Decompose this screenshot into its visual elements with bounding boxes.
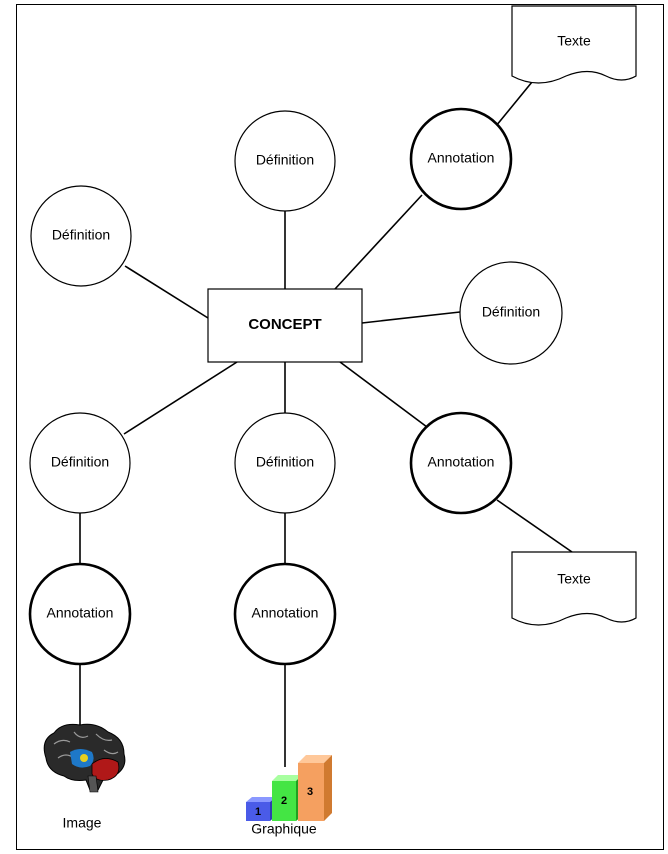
annotation-node-left: Annotation bbox=[28, 562, 132, 666]
image-caption: Image bbox=[63, 815, 102, 831]
definition-node-right: Définition bbox=[459, 261, 563, 365]
annotation-node-top-right: Annotation bbox=[409, 107, 513, 211]
edge-concept-def-right bbox=[361, 311, 461, 324]
edge-concept-def-upper-left bbox=[124, 265, 209, 319]
definition-label: Définition bbox=[51, 454, 109, 470]
chart-bar-1 bbox=[246, 802, 270, 821]
definition-label: Définition bbox=[256, 454, 314, 470]
definition-node-top: Définition bbox=[234, 110, 336, 212]
chart-bar-label-3: 3 bbox=[307, 786, 313, 798]
edges bbox=[79, 81, 573, 767]
annotation-label: Annotation bbox=[428, 150, 495, 166]
document-node-top: Texte bbox=[511, 5, 637, 84]
definition-node-lower-left: Définition bbox=[29, 412, 131, 514]
bar-chart-icon: 1 2 3 bbox=[246, 755, 332, 821]
edge-concept-def-lower-left bbox=[123, 361, 238, 435]
definition-label: Définition bbox=[256, 152, 314, 168]
chart-bar-2 bbox=[272, 781, 296, 821]
annotation-label: Annotation bbox=[252, 605, 319, 621]
definition-label: Définition bbox=[482, 304, 540, 320]
chart-bar-label-1: 1 bbox=[255, 806, 261, 818]
annotation-label: Annotation bbox=[428, 454, 495, 470]
definition-node-upper-left: Définition bbox=[30, 185, 132, 287]
chart-bar-label-2: 2 bbox=[281, 795, 287, 807]
edge-concept-ann-top-right bbox=[334, 194, 423, 290]
definition-label: Définition bbox=[52, 227, 110, 243]
chart-bar-3 bbox=[298, 763, 324, 821]
concept-label: CONCEPT bbox=[248, 316, 321, 333]
annotation-label: Annotation bbox=[47, 605, 114, 621]
document-node-bottom: Texte bbox=[511, 551, 637, 626]
definition-node-lower-mid: Définition bbox=[234, 412, 336, 514]
edge-ann-text-top bbox=[495, 81, 533, 127]
edge-ann-text-bottom bbox=[496, 499, 573, 553]
brain-icon bbox=[43, 723, 126, 793]
chart-caption: Graphique bbox=[251, 821, 317, 837]
annotation-node-mid: Annotation bbox=[233, 562, 337, 666]
annotation-node-right: Annotation bbox=[409, 411, 513, 515]
concept-node: CONCEPT bbox=[207, 288, 363, 363]
document-label: Texte bbox=[557, 33, 591, 49]
edge-concept-ann-right bbox=[339, 361, 428, 428]
document-label: Texte bbox=[557, 571, 591, 587]
diagram-frame bbox=[16, 4, 664, 850]
